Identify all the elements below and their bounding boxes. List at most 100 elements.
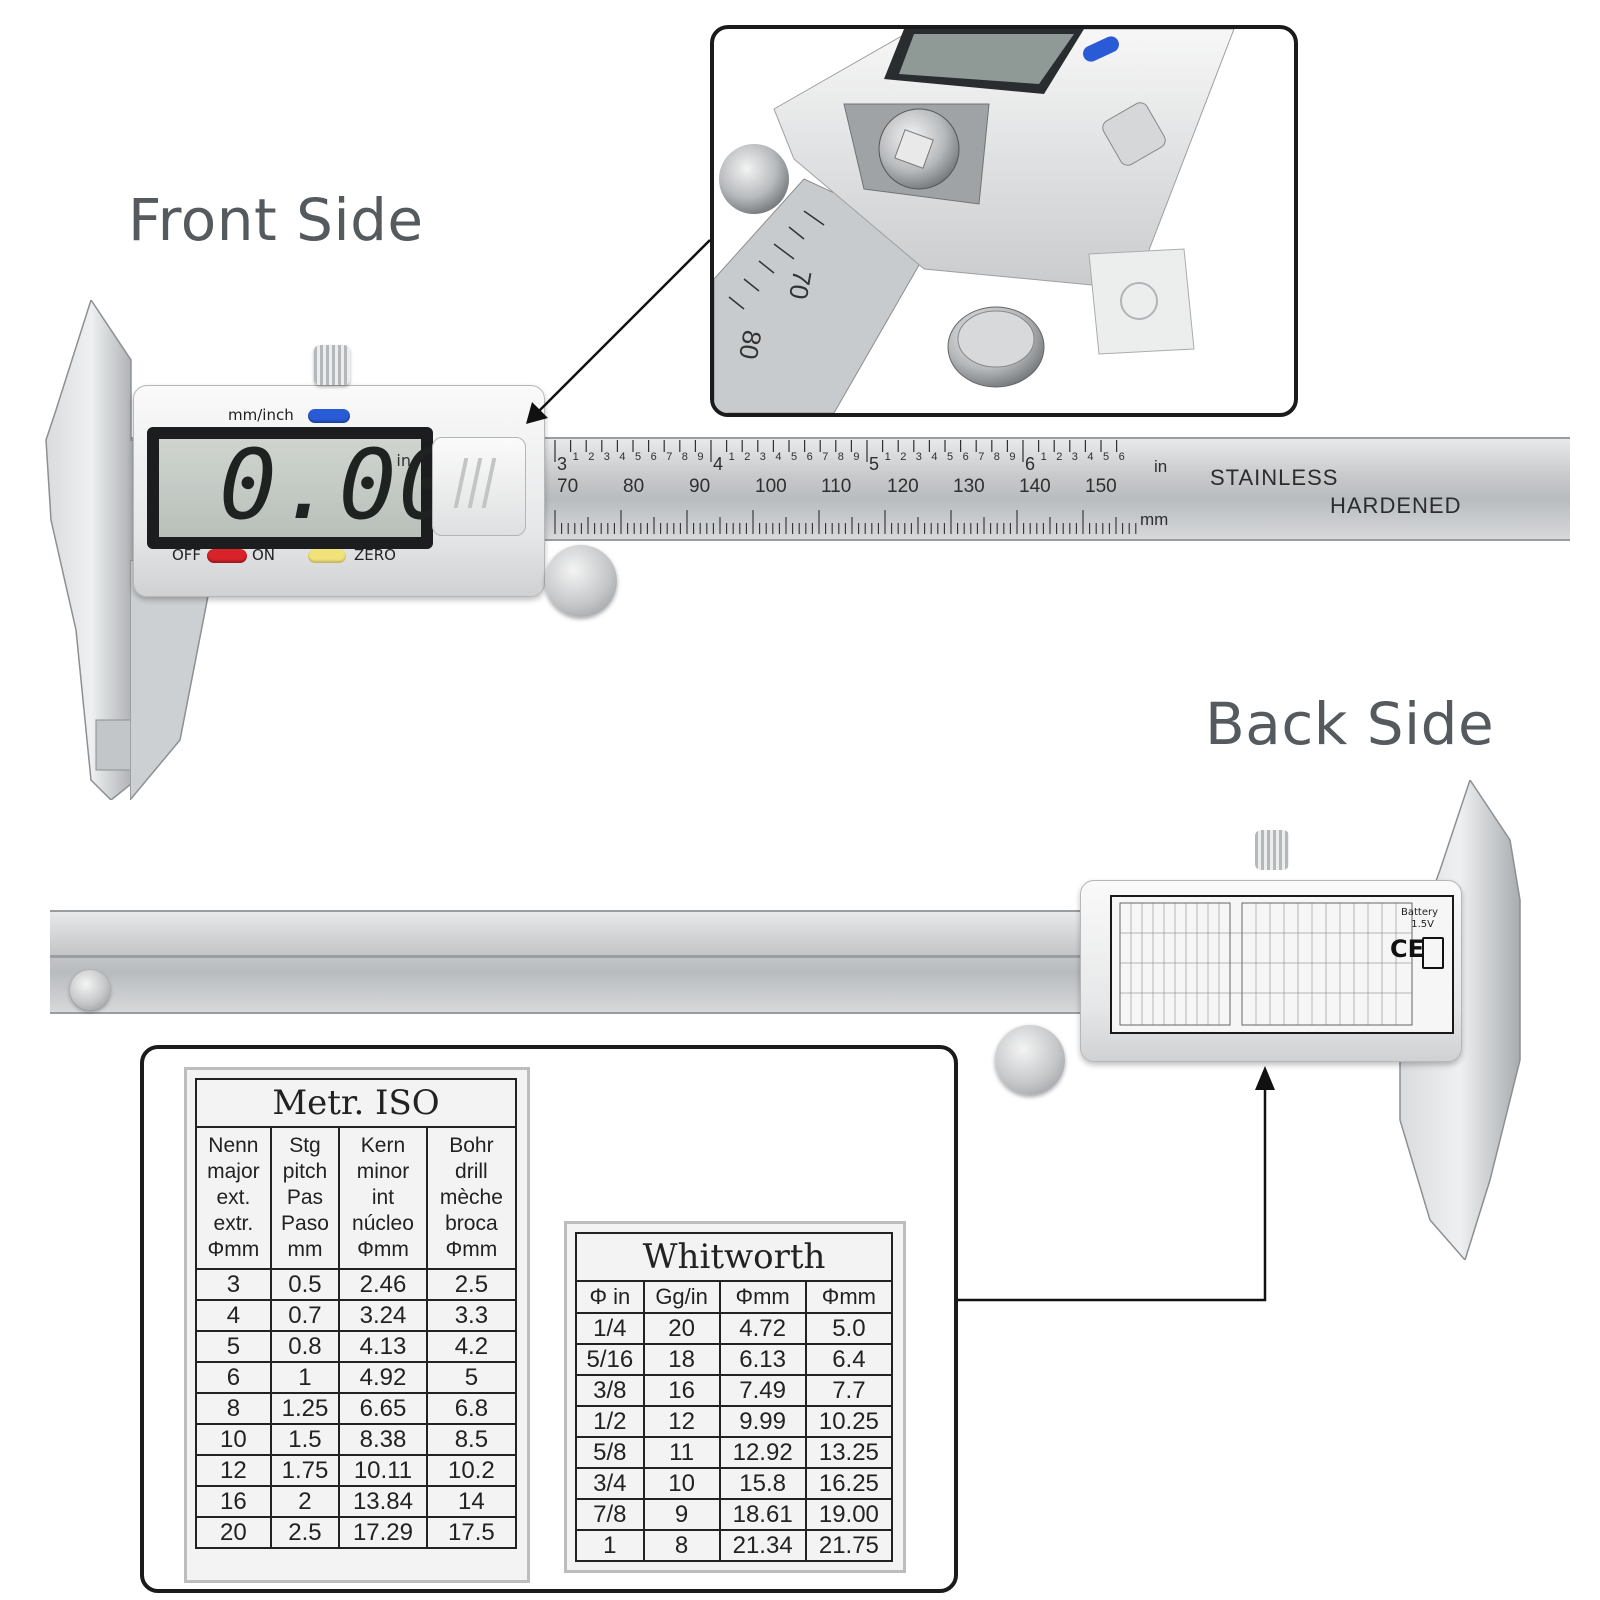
iso-header-line: Bohr (449, 1134, 494, 1157)
iso-cell: 1.25 (269, 1392, 341, 1425)
ww-cell: 1/2 (575, 1405, 645, 1438)
ww-cell: 6.4 (804, 1343, 894, 1376)
iso-cell: 8.5 (425, 1423, 518, 1456)
back-beam-groove (50, 955, 1180, 958)
mm-number: 150 (1085, 476, 1117, 497)
iso-cell: 3.24 (338, 1299, 428, 1332)
back-pointer-arrow (950, 1066, 1275, 1302)
iso-header-line: Nenn (208, 1134, 259, 1157)
ww-header-cell: Φmm (804, 1280, 894, 1314)
ww-cell: 15.8 (718, 1467, 807, 1500)
iso-cell: 1 (269, 1361, 341, 1394)
inch-minor-label: 2 (1056, 451, 1062, 463)
iso-cell: 8 (195, 1392, 272, 1425)
iso-header-line: pitch (282, 1160, 328, 1183)
inch-minor-label: 4 (619, 451, 625, 463)
beam-end-screw (70, 970, 110, 1010)
ww-cell: 10 (642, 1467, 721, 1500)
inch-minor-label: 8 (838, 451, 844, 463)
inch-minor-label: 6 (1119, 451, 1125, 463)
iso-cell: 20 (195, 1516, 272, 1549)
ww-cell: 6.13 (718, 1343, 807, 1376)
iso-header-line: mm (287, 1238, 323, 1261)
iso-cell: 12 (195, 1454, 272, 1487)
iso-header-line: drill (455, 1160, 488, 1183)
battery-voltage: 1.5V (1411, 919, 1434, 930)
inch-minor-label: 6 (651, 451, 657, 463)
iso-header-line: major (207, 1160, 260, 1183)
inch-minor-label: 3 (916, 451, 922, 463)
iso-header-line: Φmm (357, 1238, 409, 1261)
inch-minor-label: 4 (931, 451, 937, 463)
iso-cell: 6.65 (338, 1392, 428, 1425)
inch-major-label: 6 (1025, 454, 1035, 474)
inch-minor-label: 1 (885, 451, 891, 463)
iso-cell: 14 (425, 1485, 518, 1518)
iso-cell: 4.2 (425, 1330, 518, 1363)
zero-label: ZERO (354, 546, 396, 564)
mm-inch-button[interactable] (308, 409, 350, 423)
mm-number: 80 (623, 476, 644, 497)
ww-cell: 16 (642, 1374, 721, 1407)
unit-button-label: mm/inch (228, 406, 294, 424)
inch-minor-label: 3 (604, 451, 610, 463)
on-off-button[interactable] (207, 549, 247, 563)
zero-button[interactable] (308, 549, 346, 563)
battery-detail-photo: 70 80 (714, 29, 1235, 413)
svg-text:70: 70 (783, 268, 818, 302)
ww-cell: 18.61 (718, 1498, 807, 1531)
inch-major-label: 4 (713, 454, 723, 474)
ww-cell: 21.34 (718, 1529, 807, 1562)
iso-cell: 5 (425, 1361, 518, 1394)
lock-screw[interactable] (314, 345, 350, 385)
iso-header-line: Φmm (207, 1238, 260, 1261)
iso-header-line: Paso (281, 1212, 329, 1235)
ww-cell: 18 (642, 1343, 721, 1376)
metr-iso-title: Metr. ISO (195, 1078, 517, 1128)
iso-header-line: núcleo (352, 1212, 414, 1235)
iso-cell: 10.2 (425, 1454, 518, 1487)
iso-header-line: minor (356, 1160, 410, 1183)
ww-cell: 13.25 (804, 1436, 894, 1469)
stainless-label: STAINLESS (1210, 465, 1339, 490)
back-thumb-wheel[interactable] (995, 1025, 1065, 1095)
battery-detail-inset: 70 80 (710, 25, 1298, 417)
iso-cell: 0.5 (269, 1268, 341, 1301)
inch-minor-label: 7 (822, 451, 828, 463)
mm-number: 70 (557, 476, 578, 497)
inset-pointer-arrow (526, 239, 711, 424)
ww-cell: 7.7 (804, 1374, 894, 1407)
ww-cell: 5/8 (575, 1436, 645, 1469)
inch-minor-label: 2 (744, 451, 750, 463)
inch-minor-label: 5 (1103, 451, 1109, 463)
thumb-wheel[interactable] (545, 545, 617, 617)
ww-header-cell: Φ in (575, 1280, 645, 1314)
iso-cell: 10.11 (338, 1454, 428, 1487)
inch-minor-label: 7 (666, 451, 672, 463)
inch-minor-label: 4 (775, 451, 781, 463)
iso-cell: 4.92 (338, 1361, 428, 1394)
iso-header-line: broca (445, 1212, 498, 1235)
back-lock-screw[interactable] (1255, 830, 1289, 870)
mm-number: 120 (887, 476, 919, 497)
battery-cover[interactable] (432, 437, 526, 536)
iso-cell: 2.5 (425, 1268, 518, 1301)
inch-minor-label: 2 (900, 451, 906, 463)
inch-minor-label: 3 (1072, 451, 1078, 463)
iso-cell: 1.5 (269, 1423, 341, 1456)
